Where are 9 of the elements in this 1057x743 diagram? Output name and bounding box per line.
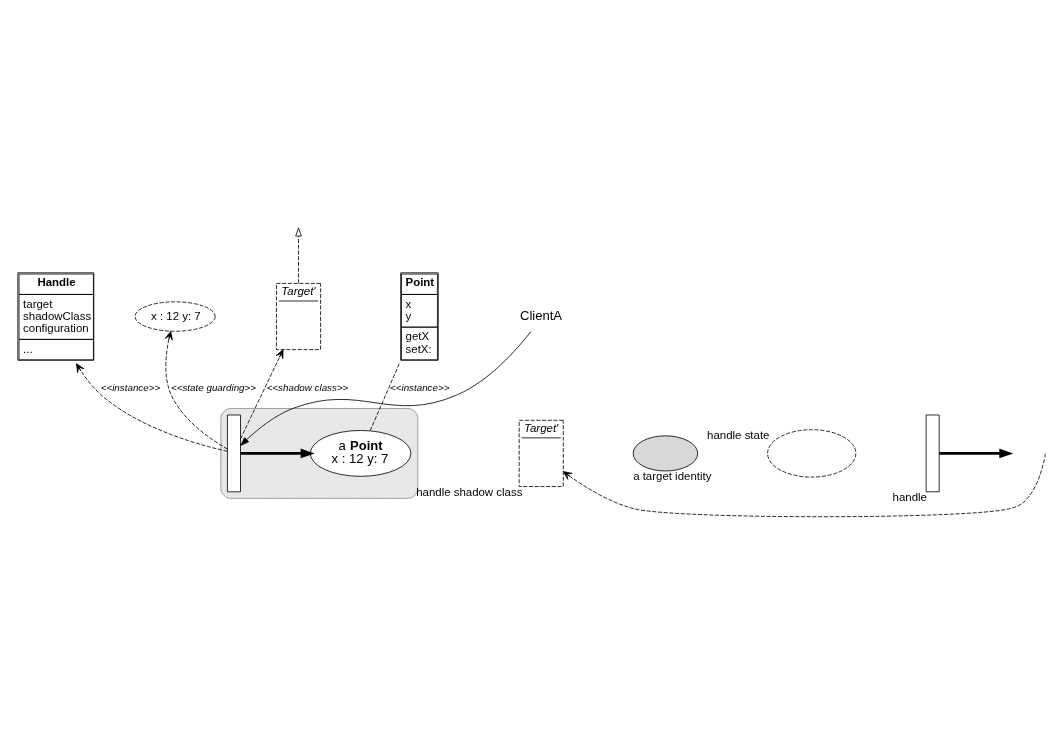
node-label: a target identity <box>633 469 712 482</box>
edge-label: <<instance>> <box>390 381 450 393</box>
node-label: handle <box>892 490 927 503</box>
edge-label: <<instance>> <box>100 381 161 393</box>
node-text: ClientA <box>519 307 563 323</box>
node-label: handle shadow class <box>416 485 523 498</box>
edge-label: <<state guarding>> <box>171 381 257 393</box>
node-label: handle state <box>707 428 770 441</box>
edge-label: <<shadow class>> <box>266 381 349 393</box>
